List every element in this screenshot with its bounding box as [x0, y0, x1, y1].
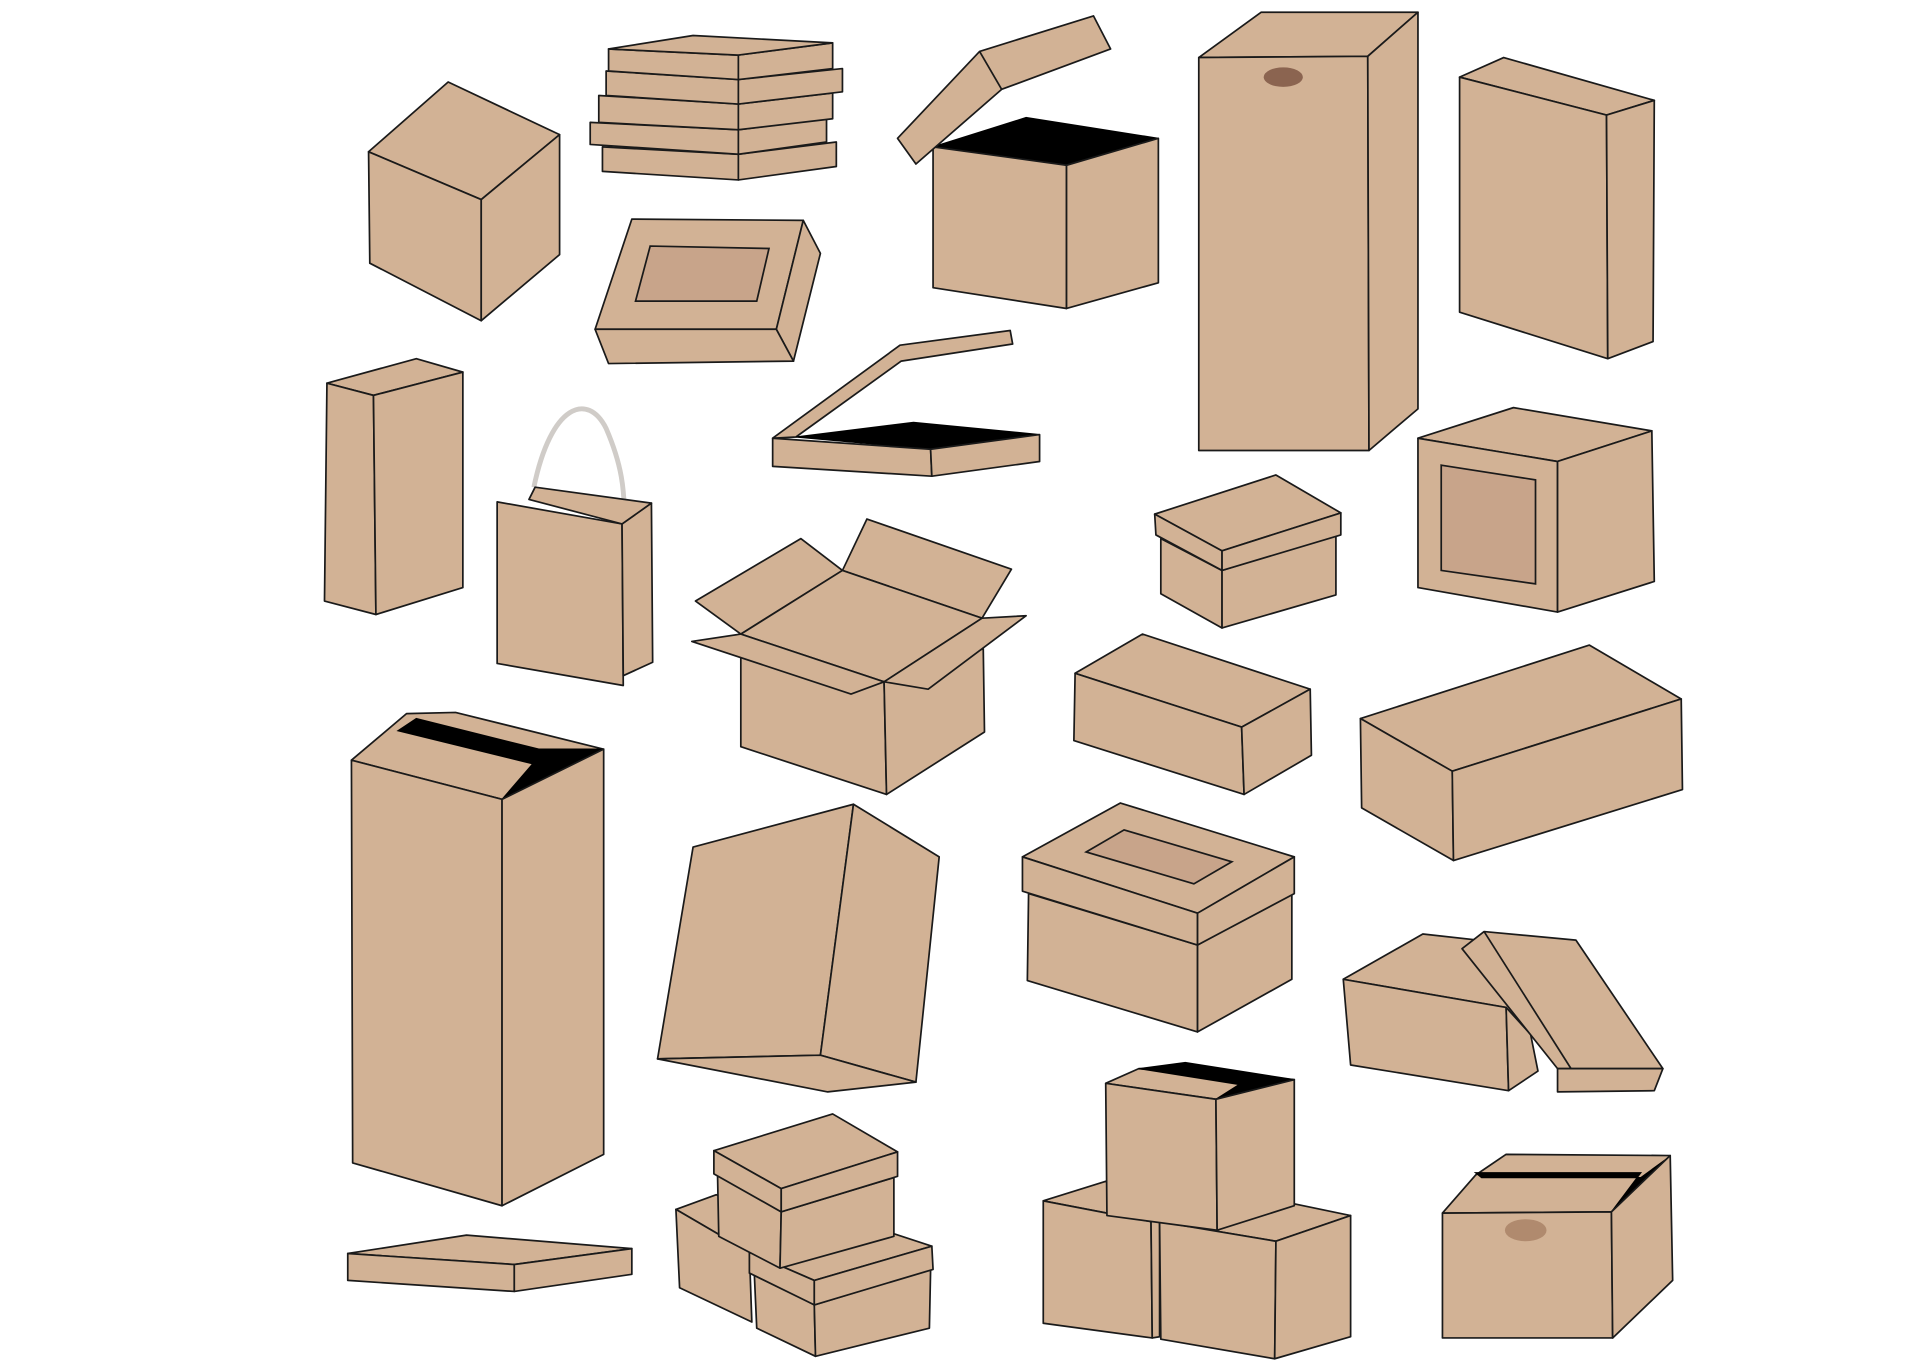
window-cube-box [1417, 406, 1656, 613]
upright-box [1458, 56, 1656, 360]
tall-open-top-box [350, 711, 605, 1207]
tall-box-with-handle [1197, 11, 1419, 452]
large-flat-box [1359, 644, 1684, 862]
stack-of-lidded-boxes [675, 1113, 934, 1358]
window-tray-box [594, 218, 822, 365]
box-pyramid [1042, 1061, 1352, 1360]
open-pizza-box [771, 329, 1041, 478]
tilted-box [656, 803, 941, 1093]
stacked-lids [589, 34, 844, 181]
tall-narrow-box [323, 357, 464, 616]
small-lidded-box [1153, 474, 1342, 629]
flat-long-box [1073, 633, 1313, 796]
box-with-handle [1441, 1153, 1674, 1339]
box-with-open-lid [1342, 930, 1664, 1093]
cube-box [367, 81, 561, 322]
handle-hole [1263, 67, 1303, 87]
open-lid-box [896, 15, 1160, 310]
handle-hole [1504, 1219, 1547, 1242]
window-lidded-box [1021, 802, 1296, 1033]
open-flap-box [690, 518, 1027, 796]
flat-slab-lid [346, 1234, 633, 1293]
paper-bag [496, 406, 654, 687]
